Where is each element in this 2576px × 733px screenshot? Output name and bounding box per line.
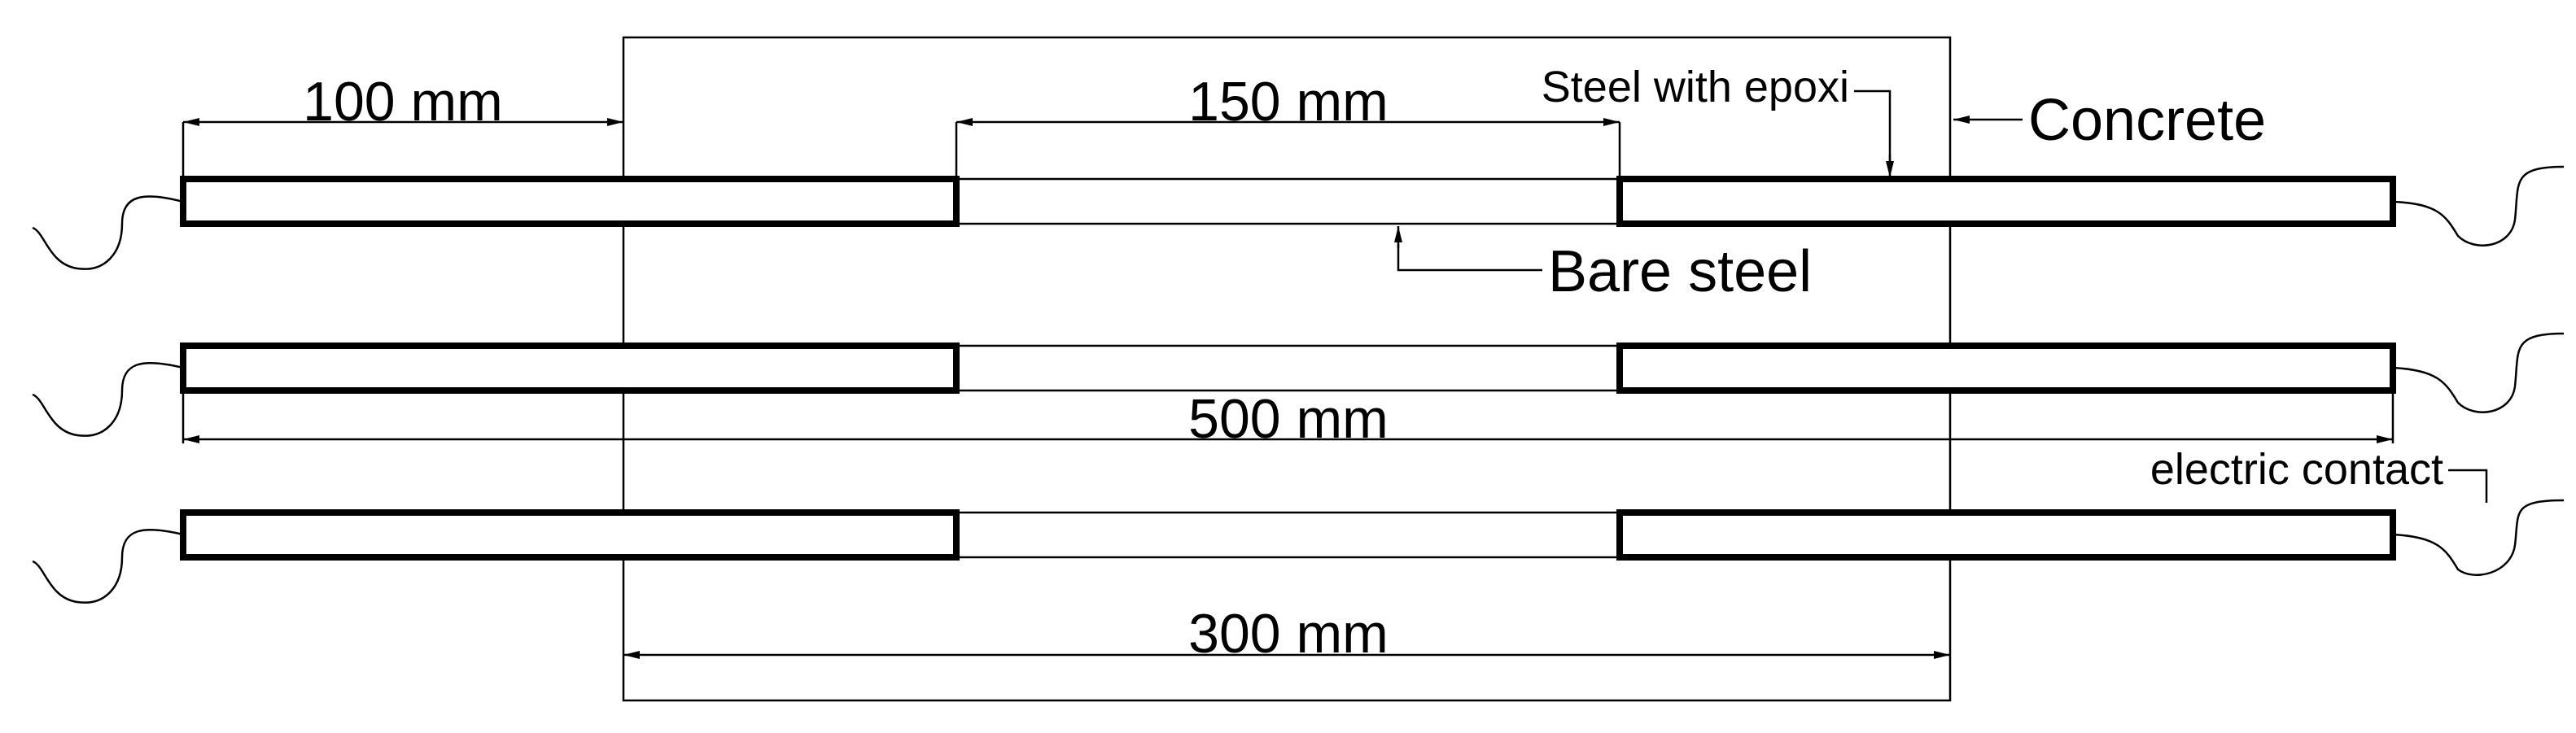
electric-wire-right [2392,499,2565,576]
dimension-500mm-label: 500 mm [1188,388,1389,450]
electric-wire-left [32,361,184,437]
rebar-row-2 [32,332,2565,437]
epoxy-coated-section-left [180,176,960,227]
epoxy-coated-section-right [1616,343,2396,394]
callout-bare-steel: Bare steel [1394,226,1812,304]
electric-wire-left [32,528,184,604]
concrete-label: Concrete [2028,88,2266,153]
dimension-150mm: 150 mm [955,71,1621,179]
epoxy-coated-section-left [180,343,960,394]
dimension-100mm: 100 mm [182,71,623,179]
electric-wire-right [2392,332,2565,413]
epoxy-coated-section-right [1616,509,2396,561]
dimension-300mm-label: 300 mm [1188,603,1389,665]
callout-steel-with-epoxi: Steel with epoxi [1542,63,1894,177]
epoxy-coated-section-left [180,509,960,561]
electric-wire-right [2392,165,2565,247]
bare-steel-section [955,344,1621,392]
callout-concrete: Concrete [1953,88,2266,153]
bare-steel-section [955,177,1621,225]
rebar-row-3 [32,499,2565,604]
epoxy-coated-section-right [1616,176,2396,227]
dimension-100mm-label: 100 mm [303,71,503,133]
callout-electric-contact: electric contact [2150,445,2488,503]
electric-wire-left [32,195,184,270]
steel-with-epoxi-label: Steel with epoxi [1542,63,1849,111]
dimension-150mm-label: 150 mm [1188,71,1389,133]
electric-contact-label: electric contact [2150,445,2443,494]
dimension-300mm: 300 mm [623,603,1950,665]
dimension-500mm: 500 mm [182,388,2394,450]
rebar-row-1 [32,165,2565,270]
bare-steel-section [955,511,1621,559]
bare-steel-label: Bare steel [1548,239,1812,304]
